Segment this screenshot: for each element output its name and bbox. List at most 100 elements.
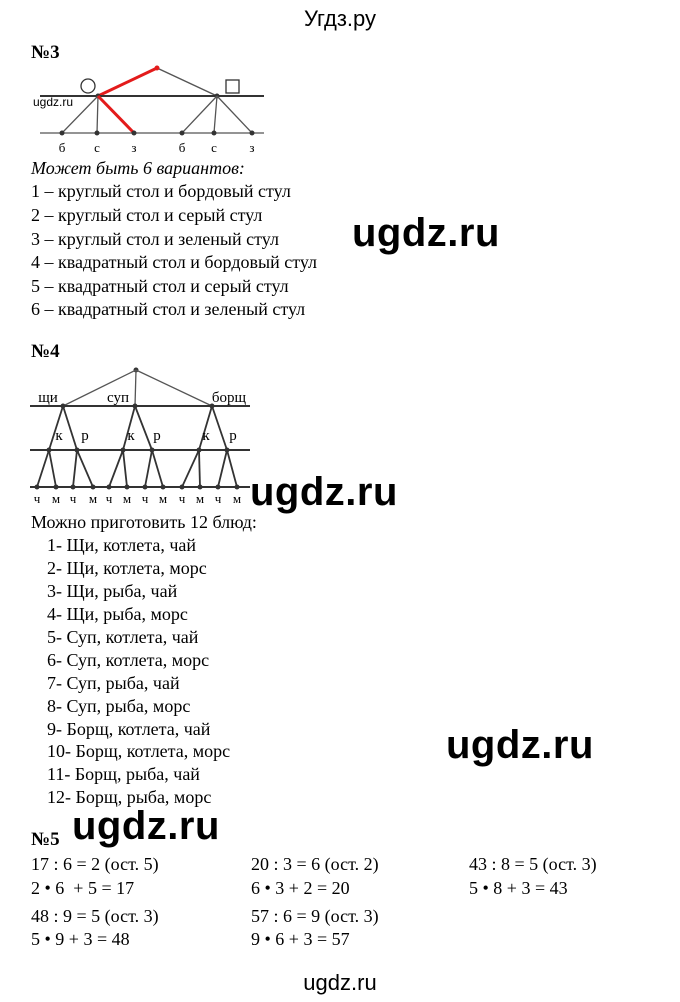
task4-item: 12- Борщ, рыба, морс	[47, 787, 212, 807]
level3-label: ч	[70, 491, 77, 506]
task3-item: 5 – квадратный стол и серый стул	[31, 276, 289, 296]
root-node	[154, 65, 160, 71]
leaf-nodes	[34, 484, 240, 490]
leaf-node	[94, 130, 100, 136]
watermark: ugdz.ru	[446, 723, 594, 767]
branch-square-table	[156, 67, 218, 97]
task4-item: 9- Борщ, котлета, чай	[47, 719, 211, 739]
equation: 6 • 3 + 2 = 20	[251, 878, 350, 898]
level2-label: р	[153, 428, 161, 444]
leaf-label: с	[94, 140, 100, 155]
branch	[122, 449, 128, 488]
task4-item: 10- Борщ, котлета, морс	[47, 741, 231, 761]
equation: 2 • 6 + 5 = 17	[31, 878, 135, 898]
branch	[62, 369, 137, 407]
branch	[226, 449, 238, 488]
task3-tree-diagram: б с з б с з	[40, 65, 264, 155]
equation: 57 : 6 = 9 (ост. 3)	[251, 906, 379, 926]
branch	[216, 95, 253, 134]
task3-item: 4 – квадратный стол и бордовый стул	[31, 252, 318, 272]
level1-label: щи	[38, 390, 58, 406]
level3-label: м	[233, 491, 241, 506]
task4-item: 1- Щи, котлета, чай	[47, 535, 197, 555]
task3-item: 1 – круглый стол и бордовый стул	[31, 181, 291, 201]
level3-label: м	[52, 491, 60, 506]
level3-label: м	[159, 491, 167, 506]
site-title: Угдз.ру	[303, 6, 377, 31]
square-table-icon	[225, 79, 240, 94]
watermark: ugdz.ru	[352, 211, 500, 255]
task3-heading: №3	[31, 42, 60, 63]
task4-heading: №4	[31, 341, 60, 362]
branch	[181, 95, 218, 134]
equation: 43 : 8 = 5 (ост. 3)	[469, 854, 597, 874]
level2-label: р	[229, 428, 237, 444]
equation: 20 : 3 = 6 (ост. 2)	[251, 854, 379, 874]
branch	[48, 449, 57, 488]
task4-item: 7- Суп, рыба, чай	[47, 673, 180, 693]
branch	[213, 95, 218, 134]
branch	[108, 449, 124, 488]
branch	[96, 95, 99, 134]
circle-table-icon	[80, 78, 96, 94]
level3-label: ч	[106, 491, 113, 506]
level1-label: борщ	[212, 390, 247, 406]
branch	[135, 369, 213, 407]
watermark: ugdz.ru	[72, 804, 220, 848]
branch	[72, 449, 78, 488]
level3-label: м	[196, 491, 204, 506]
branch	[217, 449, 228, 488]
task3-item: 6 – квадратный стол и зеленый стул	[31, 299, 306, 319]
task5-heading: №5	[31, 829, 60, 850]
branch	[122, 405, 136, 451]
leaf-label: с	[211, 140, 217, 155]
leaf-node	[211, 130, 217, 136]
leaf-node	[131, 130, 137, 136]
leaf-label: з	[131, 140, 136, 155]
task4-item: 11- Борщ, рыба, чай	[47, 764, 200, 784]
leaf-label: б	[59, 140, 66, 155]
leaf-node	[59, 130, 65, 136]
branch-highlighted	[96, 94, 136, 135]
equation: 5 • 8 + 3 = 43	[469, 878, 568, 898]
leaf-label: з	[249, 140, 254, 155]
level3-label: ч	[142, 491, 149, 506]
watermark: ugdz.ru	[250, 470, 398, 514]
task4-tree-diagram: щи суп борщ к р к р к р ч м ч	[30, 367, 250, 506]
branch	[151, 449, 164, 488]
task4-item: 4- Щи, рыба, морс	[47, 604, 188, 624]
branch	[144, 449, 153, 488]
branch	[134, 405, 153, 451]
equation: 17 : 6 = 2 (ост. 5)	[31, 854, 159, 874]
branch	[211, 405, 228, 451]
task4-item: 6- Суп, котлета, морс	[47, 650, 210, 670]
task4-intro: Можно приготовить 12 блюд:	[31, 512, 257, 532]
leaf-node	[179, 130, 185, 136]
level2-label: р	[81, 428, 89, 444]
level3-label: ч	[34, 491, 41, 506]
equation: 48 : 9 = 5 (ост. 3)	[31, 906, 159, 926]
branch-round-table	[97, 66, 158, 98]
task3-intro: Может быть 6 вариантов:	[31, 158, 245, 178]
footer-watermark: ugdz.ru	[303, 970, 377, 995]
equation: 9 • 6 + 3 = 57	[251, 929, 350, 949]
level1-label: суп	[107, 390, 129, 406]
branch	[61, 95, 99, 134]
level3-label: м	[123, 491, 131, 506]
branch	[181, 449, 200, 488]
branch	[198, 449, 201, 488]
level3-label: ч	[179, 491, 186, 506]
level3-label: ч	[215, 491, 222, 506]
branch	[48, 405, 64, 451]
branch	[198, 405, 213, 451]
branch	[36, 449, 50, 488]
branch	[62, 405, 78, 451]
leaf-node	[249, 130, 255, 136]
branch	[134, 369, 137, 407]
leaf-label: б	[179, 140, 186, 155]
level2-label: к	[127, 428, 135, 444]
level3-label: м	[89, 491, 97, 506]
equation: 5 • 9 + 3 = 48	[31, 929, 130, 949]
task4-item: 3- Щи, рыба, чай	[47, 581, 178, 601]
level2-label: к	[55, 428, 63, 444]
